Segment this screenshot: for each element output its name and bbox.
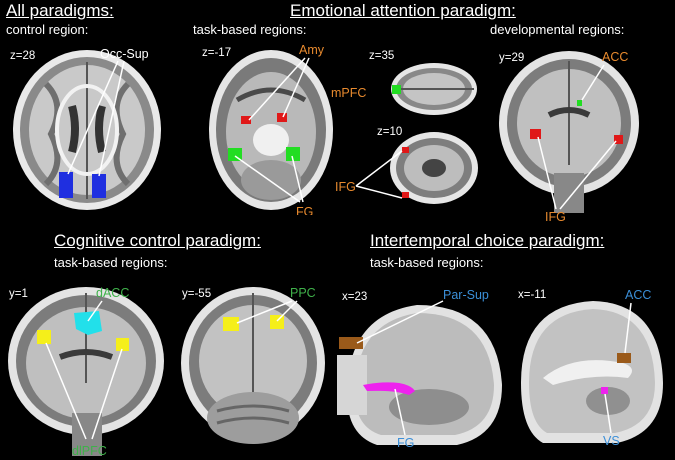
label-acc-dev: ACC <box>602 50 629 64</box>
roi-acc-dev <box>577 100 582 106</box>
roi-amy-right <box>277 113 287 122</box>
panel-coronal-y1: y=1 dACC <box>4 283 169 456</box>
subheader-inter-task: task-based regions: <box>370 255 484 270</box>
panel-axial-z28: z=28 Occ-Sup <box>6 44 168 212</box>
brain-coronal-y29 <box>499 51 639 213</box>
brain-sagittal-x-11 <box>521 301 663 443</box>
roi-ifg-upper <box>402 147 409 153</box>
label-ppc: PPC <box>290 286 316 300</box>
panel-sagittal-x23: x=23 Par-Sup FG <box>337 285 507 456</box>
label-dlpfc: dlPFC <box>72 444 107 458</box>
panel-axial-z-17: z=-17 Amy FG <box>197 40 345 215</box>
roi-ppc-right <box>270 315 284 329</box>
roi-amy-left <box>241 116 251 124</box>
header-all-paradigms: All paradigms: <box>6 1 114 20</box>
subheader-control-region: control region: <box>6 22 89 37</box>
coord-label-p2: z=-17 <box>202 47 232 59</box>
roi-fg-left <box>228 148 242 161</box>
subheader-cog-task: task-based regions: <box>54 255 168 270</box>
label-occ-sup: Occ-Sup <box>100 47 149 61</box>
label-ifg-dev: IFG <box>545 210 566 224</box>
label-vs: VS <box>603 434 620 448</box>
panel-coronal-y-55: y=-55 PPC <box>177 283 330 456</box>
coord-label-p1: z=28 <box>10 50 36 62</box>
coord-label-p3a: z=35 <box>369 50 395 62</box>
roi-acc-inter <box>617 353 631 363</box>
label-par-sup: Par-Sup <box>443 288 489 302</box>
header-cognitive-control: Cognitive control paradigm: <box>54 231 261 250</box>
panel-coronal-y29: y=29 ACC <box>494 45 644 213</box>
roi-occ-sup-right <box>92 174 106 198</box>
coord-label-p5: y=1 <box>9 288 28 300</box>
brain-coronal-y-55 <box>181 287 325 444</box>
brain-axial-z-17 <box>209 50 333 210</box>
label-fg-emo: FG <box>296 205 314 215</box>
header-intertemporal-choice: Intertemporal choice paradigm: <box>370 231 605 250</box>
roi-mpfc <box>392 85 401 94</box>
roi-ifg-dev-right <box>614 135 623 144</box>
panel-axial-z35: z=35 mPFC <box>364 43 478 119</box>
subheader-emo-task: task-based regions: <box>193 22 307 37</box>
brain-axial-z10 <box>390 132 478 204</box>
label-acc-inter: ACC <box>625 288 652 302</box>
coord-label-p4: y=29 <box>499 52 525 64</box>
coord-label-p8: x=-11 <box>518 289 547 301</box>
label-ifg-axial: IFG <box>335 180 356 194</box>
panel-sagittal-x-11: x=-11 ACC VS <box>513 283 667 456</box>
coord-label-p6: y=-55 <box>182 288 212 300</box>
brain-coronal-y1 <box>8 287 164 456</box>
roi-ifg-dev-left <box>530 129 541 139</box>
subheader-developmental: developmental regions: <box>490 22 625 37</box>
panel-axial-z10: z=10 <box>372 120 478 210</box>
label-mpfc-outer: mPFC <box>331 86 367 100</box>
label-dacc: dACC <box>96 286 130 300</box>
brain-sagittal-x23 <box>337 305 502 445</box>
roi-par-sup <box>339 337 363 349</box>
roi-vs <box>601 387 608 394</box>
roi-dlpfc-left <box>37 330 51 344</box>
coord-label-p7: x=23 <box>342 291 368 303</box>
header-emotional-attention: Emotional attention paradigm: <box>290 1 516 20</box>
label-fg-inter: FG <box>397 436 415 450</box>
roi-ifg-lower <box>402 192 409 198</box>
roi-fg-right <box>286 147 300 161</box>
label-amy: Amy <box>299 43 324 57</box>
brain-axial-z35 <box>391 63 477 115</box>
brain-axial-z28 <box>13 50 161 210</box>
roi-ppc-left <box>223 317 239 331</box>
coord-label-p3b: z=10 <box>377 126 403 138</box>
roi-occ-sup-left <box>59 172 73 198</box>
roi-dlpfc-right <box>116 338 129 351</box>
